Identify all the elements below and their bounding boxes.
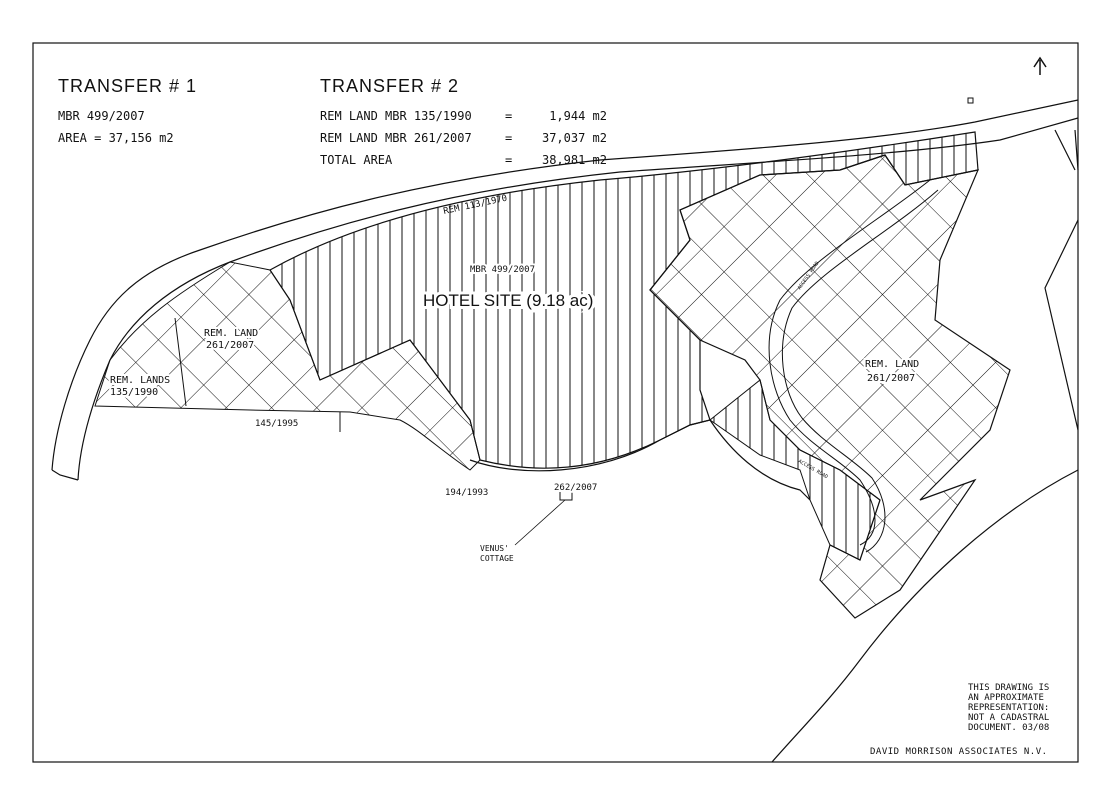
disclaimer-block: THIS DRAWING IS AN APPROXIMATE REPRESENT… [968, 683, 1049, 733]
survey-marker [967, 97, 974, 104]
venus-label-1: VENUS' [480, 544, 509, 553]
transfer2-row-1-label: REM LAND MBR 135/1990 [320, 109, 472, 123]
transfer1-line-1: MBR 499/2007 [58, 109, 145, 123]
parcel-194-label: 194/1993 [445, 488, 488, 498]
parcel-mbr-label: MBR 499/2007 [470, 265, 535, 275]
map-frame [32, 42, 1079, 763]
rem-land-right-label-2: 261/2007 [867, 373, 915, 384]
venus-cottage-marker [559, 487, 573, 501]
disclaimer-line-3: REPRESENTATION: [968, 703, 1049, 713]
rem-land-right-area [649, 154, 1011, 619]
disclaimer-line-4: NOT A CADASTRAL [968, 713, 1049, 723]
boundary-line-135-261 [174, 317, 187, 407]
transfer2-row-1-value: 1,944 m2 [549, 109, 607, 123]
transfer2-title: TRANSFER # 2 [320, 76, 459, 96]
north-arrow-icon [1033, 56, 1047, 75]
transfer2-row-2-label: REM LAND MBR 261/2007 [320, 131, 472, 145]
transfer2-row-2-value: 37,037 m2 [542, 131, 607, 145]
disclaimer-line-2: AN APPROXIMATE [968, 693, 1044, 703]
transfer1-line-2: AREA = 37,156 m2 [58, 131, 174, 145]
hotel-site-area [269, 131, 979, 469]
rem-land-right-label-1: REM. LAND [865, 359, 919, 370]
transfer2-row-3-eq: = [505, 153, 512, 167]
venus-leader-line [514, 499, 566, 546]
rem-land-left-label-2: 261/2007 [206, 340, 254, 351]
transfer2-row-3-value: 38,981 m2 [542, 153, 607, 167]
transfer2-row-1-eq: = [505, 109, 512, 123]
transfer2-row-3-label: TOTAL AREA [320, 153, 393, 167]
rem-lands-label-1: REM. LANDS [110, 375, 170, 386]
transfer1-title: TRANSFER # 1 [58, 76, 197, 96]
access-road [768, 179, 939, 553]
venus-label-2: COTTAGE [480, 554, 514, 563]
firm-name: DAVID MORRISON ASSOCIATES N.V. [870, 747, 1048, 757]
rem-land-left-label-1: REM. LAND [204, 328, 258, 339]
parcel-145-label: 145/1995 [255, 419, 298, 429]
disclaimer-line-5: DOCUMENT. 03/08 [968, 723, 1049, 733]
rem-lands-label-2: 135/1990 [110, 387, 158, 398]
parcel-262-label: 262/2007 [554, 483, 597, 493]
disclaimer-line-1: THIS DRAWING IS [968, 683, 1049, 693]
hotel-site-label: HOTEL SITE (9.18 ac) [423, 291, 593, 310]
southern-boundary [469, 419, 811, 501]
transfer2-row-2-eq: = [505, 131, 512, 145]
coastline [771, 129, 1079, 763]
